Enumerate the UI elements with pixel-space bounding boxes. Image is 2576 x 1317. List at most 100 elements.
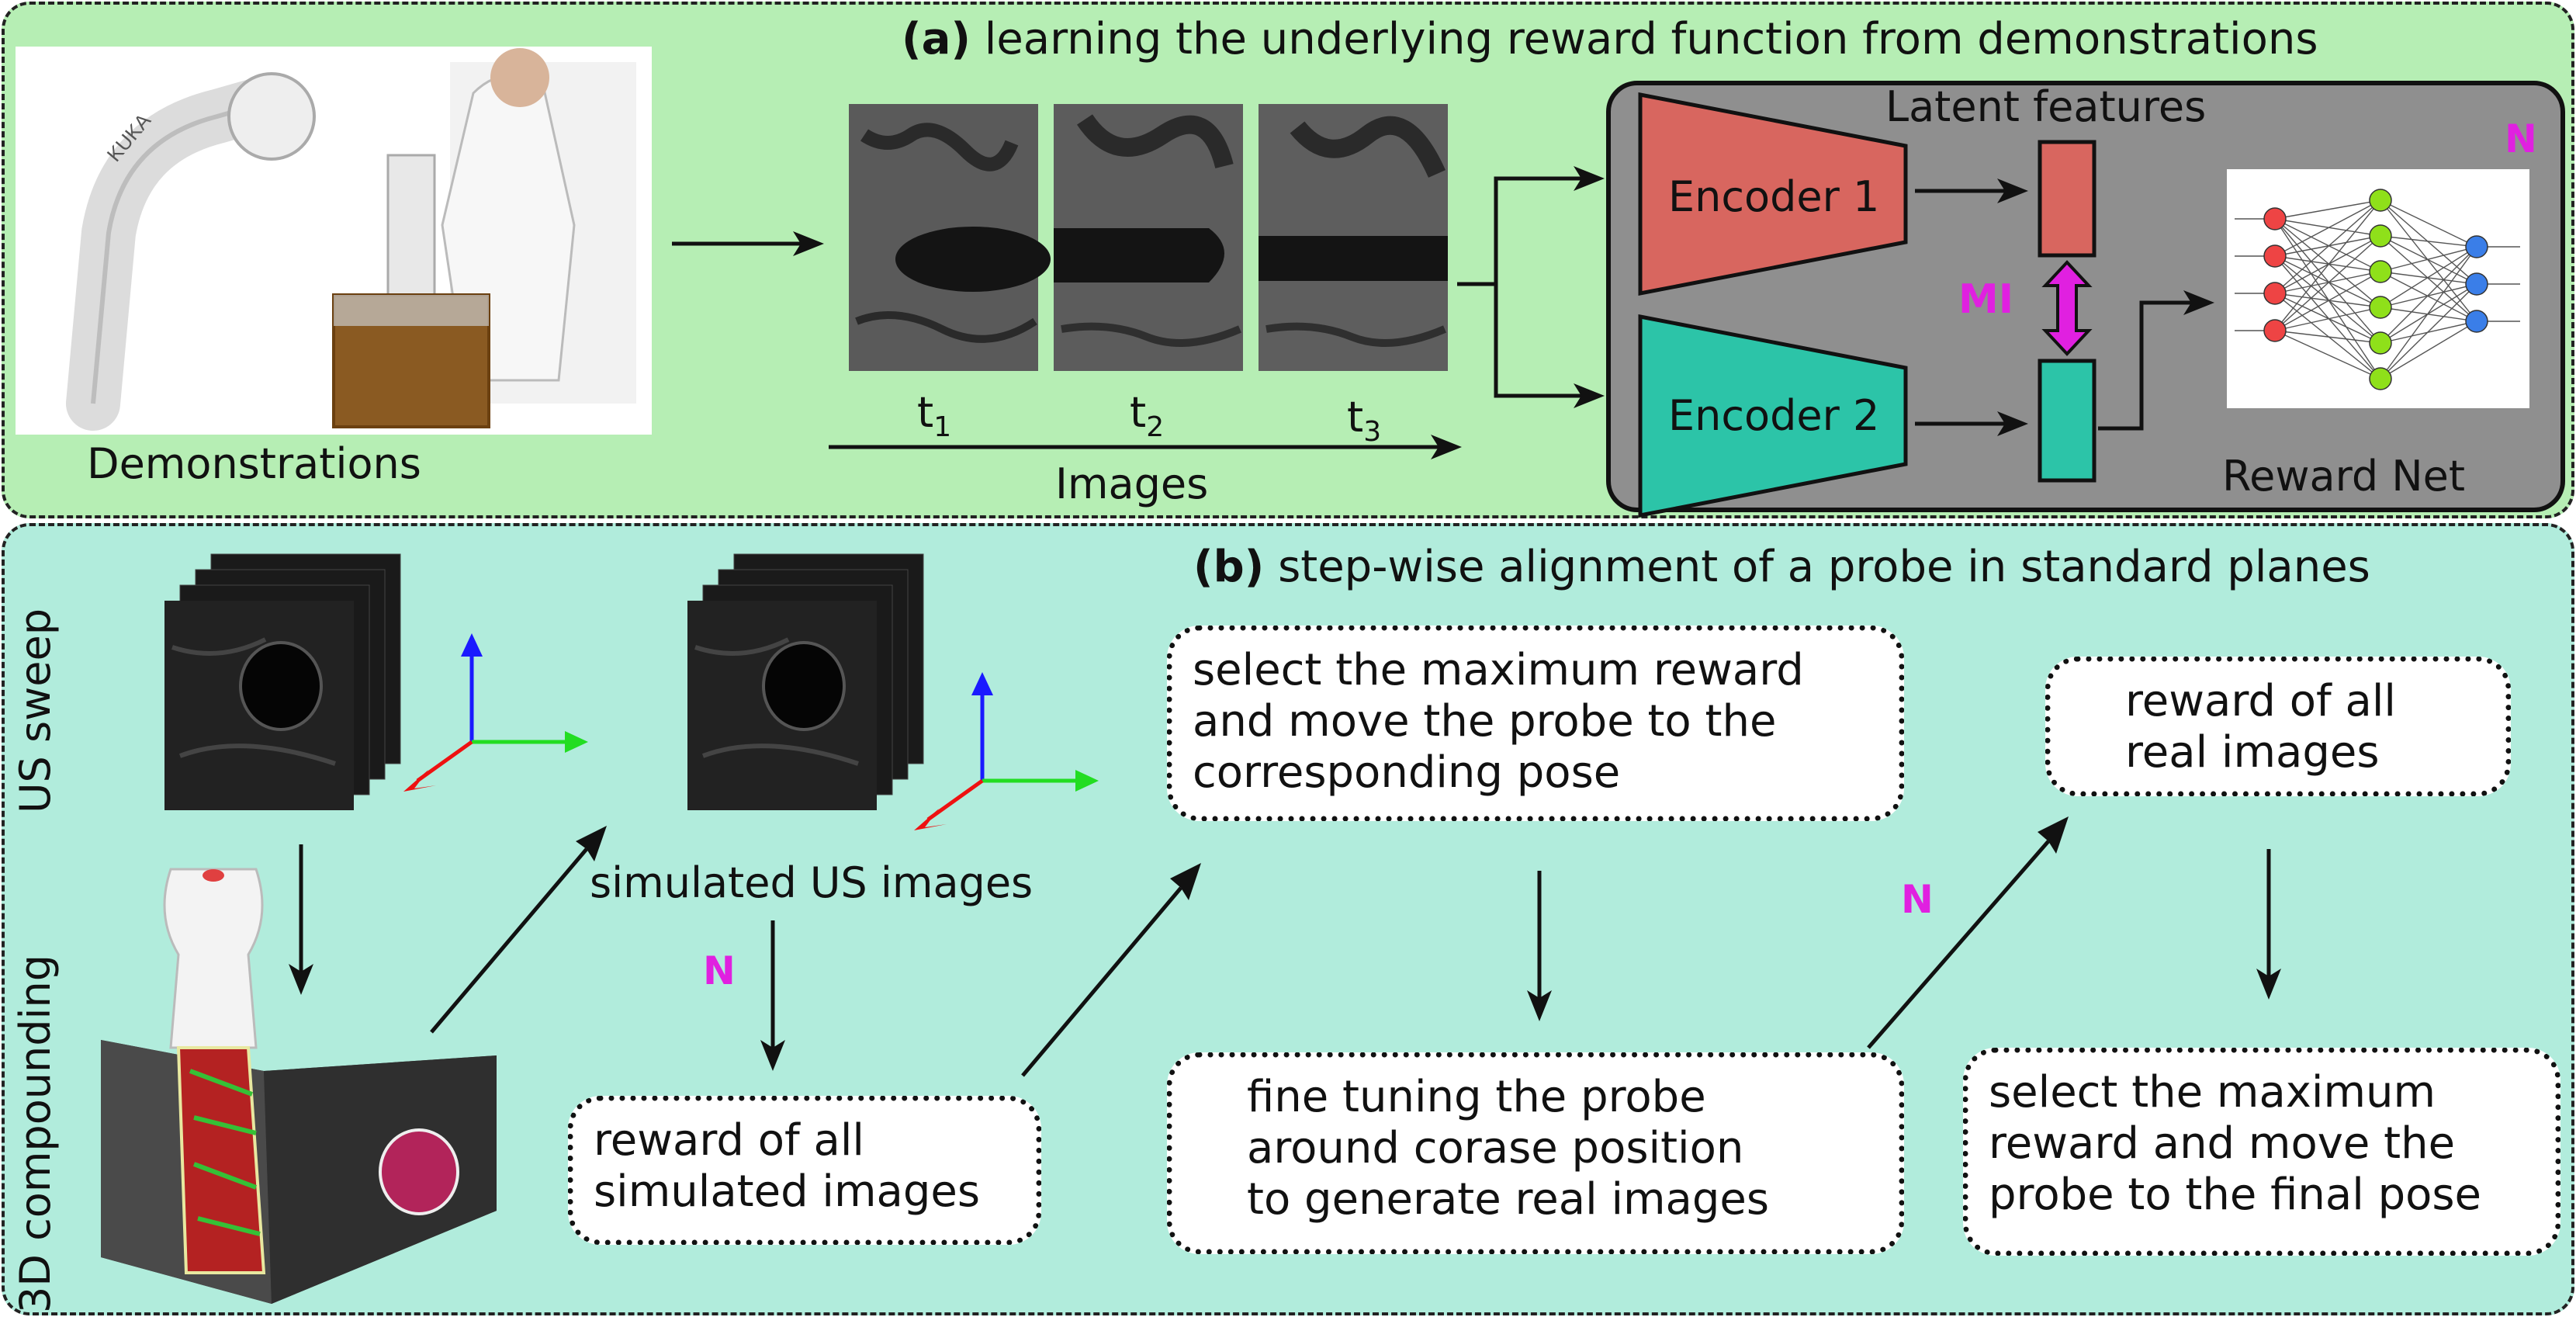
us-frame-t3 — [1259, 104, 1448, 371]
net-edge — [2274, 330, 2381, 344]
arrow-latent-to-rewardnet — [2098, 290, 2214, 431]
latent-feature-1 — [2038, 140, 2096, 258]
simulated-us-stack — [687, 553, 924, 810]
reward-net-label: Reward Net — [2222, 452, 2466, 501]
net-node — [2369, 224, 2392, 248]
net-edge — [2274, 218, 2381, 237]
net-edge — [2380, 271, 2477, 285]
net-edge — [2380, 199, 2477, 248]
3d-compounding-label: 3D compounding — [11, 955, 60, 1313]
us-sweep-label: US sweep — [11, 608, 60, 813]
net-edge — [2274, 255, 2381, 272]
demonstrations-label: Demonstrations — [87, 439, 421, 488]
box-select-max-reward: select the maximum reward and move the p… — [1167, 626, 1904, 821]
net-edge — [2380, 235, 2477, 285]
box-reward-simulated: reward of all simulated images — [568, 1096, 1041, 1245]
box-select-line-3: corresponding pose — [1193, 747, 1621, 799]
net-edge — [2380, 283, 2477, 380]
box-final-line-1: select the maximum — [1989, 1067, 2436, 1118]
time-label-t1: t1 — [917, 388, 952, 443]
net-edge — [2274, 218, 2381, 272]
arrow-finetune-to-reward-real — [1867, 816, 2069, 1049]
net-node — [2263, 207, 2287, 230]
robot-demonstration-photo: KUKA — [16, 47, 652, 435]
box-reward-simulated-line-1: reward of all — [594, 1115, 864, 1166]
latent-feature-2 — [2038, 359, 2096, 483]
n-label-b1: N — [703, 948, 736, 993]
arrow-compounding-to-simulated — [430, 826, 607, 1034]
arrow-reward-to-select — [1021, 863, 1201, 1077]
net-edge — [2274, 235, 2381, 331]
net-node — [2263, 244, 2287, 268]
net-node — [2369, 189, 2392, 212]
net-node — [2465, 272, 2488, 296]
arrow-enc2-to-latent — [1915, 411, 2028, 436]
net-node — [2263, 319, 2287, 342]
net-edge — [2274, 199, 2381, 331]
arrow-demo-to-images — [672, 231, 824, 256]
box-reward-real: reward of all real images — [2045, 657, 2511, 796]
arrow-reward-real-to-final — [2256, 849, 2281, 1000]
us-frame-t2 — [1054, 104, 1243, 371]
net-edge — [2274, 307, 2381, 331]
time-label-t3: t3 — [1347, 393, 1382, 448]
net-edge — [2274, 271, 2381, 331]
net-edge — [2380, 271, 2477, 322]
net-edge — [2380, 199, 2477, 322]
panel-a-label: (a) — [902, 14, 971, 64]
box-fine-line-3: to generate real images — [1247, 1174, 1770, 1225]
arrows-to-encoders — [1457, 166, 1605, 408]
time-label-t2: t2 — [1130, 388, 1165, 443]
panel-a-title-text: learning the underlying reward function … — [984, 14, 2318, 64]
simulated-images-label: simulated US images — [590, 858, 1034, 907]
net-edge — [2274, 293, 2381, 380]
arrow-select-to-finetune — [1527, 871, 1552, 1021]
images-label: Images — [1055, 459, 1209, 508]
box-reward-real-line-1: reward of all — [2125, 676, 2396, 726]
latent-features-label: Latent features — [1885, 82, 2207, 131]
net-edge — [2380, 283, 2477, 308]
encoder-1-label: Encoder 1 — [1668, 172, 1880, 221]
net-edge — [2380, 321, 2477, 380]
net-edge — [2274, 255, 2381, 380]
n-label-a: N — [2505, 116, 2537, 161]
net-edge — [2274, 255, 2381, 308]
net-edge — [2274, 293, 2381, 344]
net-node — [2263, 282, 2287, 305]
box-final-line-3: probe to the final pose — [1989, 1170, 2482, 1221]
mi-label: MI — [1958, 276, 2014, 323]
net-edge — [2380, 307, 2477, 322]
net-edge — [2274, 199, 2381, 220]
net-node — [2369, 331, 2392, 355]
box-select-line-1: select the maximum reward — [1193, 645, 1804, 695]
net-edge — [2274, 293, 2381, 308]
net-node — [2465, 310, 2488, 333]
net-edge — [2274, 199, 2381, 294]
net-edge — [2380, 246, 2477, 380]
mi-double-arrow — [2041, 260, 2093, 356]
box-reward-real-line-2: real images — [2125, 727, 2380, 778]
net-node — [2369, 367, 2392, 390]
time-axis-arrow — [829, 435, 1462, 459]
net-node — [2465, 235, 2488, 258]
encoder-2 — [1638, 314, 1908, 518]
reward-net-graph — [2227, 169, 2529, 408]
panel-b-title: (b) step-wise alignment of a probe in st… — [1193, 542, 2370, 592]
box-reward-simulated-line-2: simulated images — [594, 1166, 981, 1218]
arrow-simulated-to-reward — [760, 920, 785, 1071]
net-edge — [2380, 246, 2477, 308]
arrow-sweep-to-compounding — [289, 844, 313, 995]
net-edge — [2380, 246, 2477, 344]
net-edge — [2380, 235, 2477, 248]
box-select-line-2: and move the probe to the — [1193, 696, 1777, 747]
encoder-2-label: Encoder 2 — [1668, 391, 1880, 440]
us-sweep-stack — [164, 553, 401, 810]
net-edge — [2380, 199, 2477, 285]
3d-compounding-volume — [101, 868, 497, 1304]
box-final-pose: select the maximum reward and move the p… — [1963, 1048, 2560, 1256]
panel-b-label: (b) — [1193, 542, 1265, 592]
net-edge — [2274, 218, 2381, 344]
encoder-1 — [1638, 92, 1908, 296]
axes-icon-1 — [403, 633, 588, 792]
net-edge — [2274, 218, 2381, 308]
